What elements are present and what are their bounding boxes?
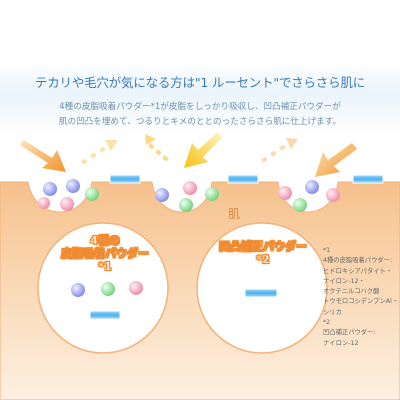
arrow-down-right-icon [20, 140, 66, 172]
description-line: 肌の凹凸を埋めて、つるりとキメのととのったさらさら肌に仕上げます。 [58, 117, 342, 127]
dotted-arrow-up-right-icon [81, 140, 118, 165]
footnote-line: *1 [323, 247, 331, 254]
label-line: *2 [256, 253, 270, 266]
footnote-line: 4種の皮脂吸着パウダー: [323, 257, 393, 265]
surface-bar [227, 174, 259, 184]
surface-bar [352, 174, 384, 184]
powder-ball [179, 198, 193, 212]
powder-ball [305, 180, 319, 194]
description: 4種の皮脂吸着パウダー*1が皮脂をしっかり吸収し、凹凸補正パウダーが 肌の凹凸を… [0, 100, 400, 130]
correction-powder-circle [196, 222, 328, 354]
footnote: *1 4種の皮脂吸着パウダー: ヒドロキシアパタイト・ ナイロン-12・ オクテ… [323, 246, 398, 349]
powder-ball [129, 281, 143, 295]
powder-ball [85, 187, 99, 201]
sebum-powder-label: 4種の 皮脂吸着パウダー *1 [50, 234, 160, 273]
powder-ball [155, 188, 169, 202]
description-line: 4種の皮脂吸着パウダー*1が皮脂をしっかり吸収し、凹凸補正パウダーが [59, 102, 341, 112]
label-line: 凹凸補正パウダー [219, 240, 307, 253]
powder-ball [66, 179, 80, 193]
powder-ball [293, 198, 307, 212]
skin-label: 肌 [228, 207, 241, 221]
footnote-line: 凹凸補正パウダー: [323, 329, 376, 337]
arrow-down-left-icon [315, 143, 357, 177]
powder-ball [60, 197, 74, 211]
footnote-line: シリカ [323, 308, 342, 316]
arrow-down-left-icon [184, 132, 222, 168]
label-line: 皮脂吸着パウダー [61, 247, 149, 260]
powder-ball [205, 187, 219, 201]
powder-ball [71, 283, 85, 297]
footnote-line: ナイロン-12・ [323, 277, 365, 285]
footnote-line: ナイロン-12 [323, 339, 359, 347]
dotted-arrow-up-right-icon [261, 138, 298, 163]
powder-ball [278, 186, 292, 200]
powder-ball [38, 197, 50, 209]
headline: テカリや毛穴が気になる方は"1 ルーセント"でさらさら肌に [34, 75, 366, 90]
footnote-line: オクテニルコハク酸 [323, 288, 380, 296]
surface-bar [109, 174, 141, 184]
powder-bar [89, 310, 121, 320]
footnote-line: トウモロコシデンプンAl・ [323, 298, 399, 306]
banner-background [0, 60, 400, 135]
powder-ball [43, 182, 57, 196]
label-line: 4種の [90, 234, 120, 247]
footnote-line: *2 [323, 319, 331, 327]
powder-ball [326, 188, 340, 202]
correction-powder-label: 凹凸補正パウダー *2 [208, 240, 318, 266]
label-line: *1 [98, 260, 112, 273]
powder-ball [101, 282, 115, 296]
powder-bar [244, 288, 278, 298]
dotted-arrow-up-left-icon [145, 134, 169, 162]
footnote-line: ヒドロキシアパタイト・ [323, 267, 393, 275]
powder-ball [183, 181, 197, 195]
